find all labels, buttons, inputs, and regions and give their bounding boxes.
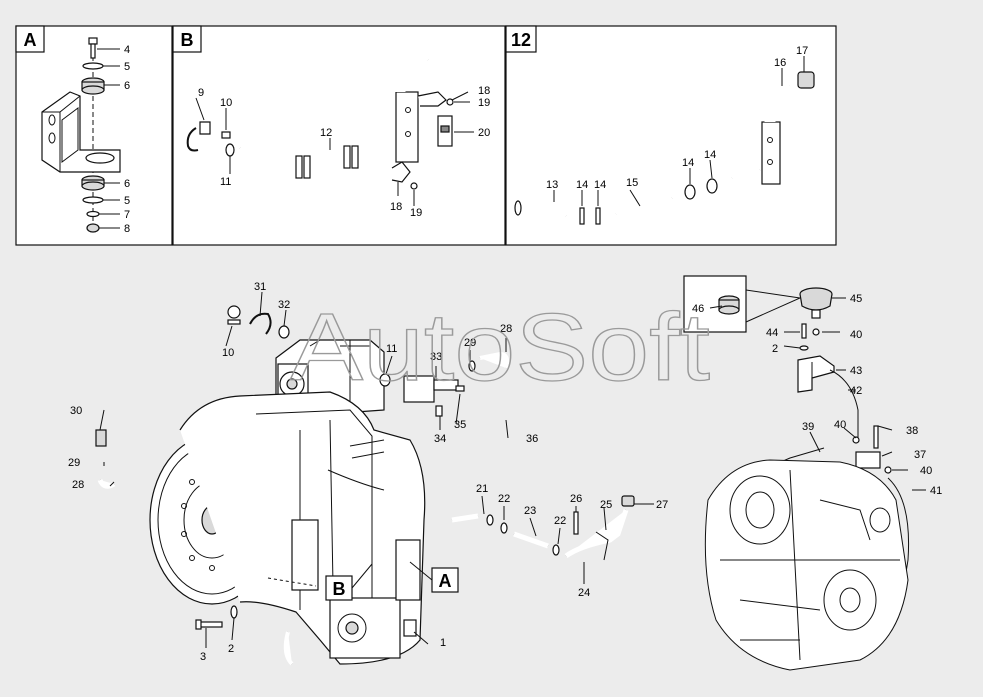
callout-14: 14	[594, 179, 606, 191]
callout-22: 22	[498, 493, 510, 505]
callout-23: 23	[524, 505, 536, 517]
callout-30: 30	[70, 405, 82, 417]
detail-marker-a: A	[439, 571, 452, 591]
callout-13: 13	[546, 179, 558, 191]
callout-7: 7	[124, 209, 130, 221]
breather-assembly: 46 45 44 40 2 43 42 39 40 38 37 40 41	[683, 275, 942, 671]
callout-28: 28	[500, 323, 512, 335]
callout-42: 42	[850, 385, 862, 397]
callout-8: 8	[124, 223, 130, 235]
detail-marker-b: B	[333, 579, 346, 599]
detail-panel-12: 12 13 14 14 15 14 14 16 17	[505, 25, 837, 246]
callout-29: 29	[464, 337, 476, 349]
panel-b-callouts: 9 10 11 12 18 19 20 18 19	[198, 85, 490, 219]
callout-20: 20	[478, 127, 490, 139]
callout-9: 9	[198, 87, 204, 99]
callout-26: 26	[570, 493, 582, 505]
callout-19: 19	[410, 207, 422, 219]
watermark: AutoSoft	[290, 294, 710, 401]
callout-44: 44	[766, 327, 778, 339]
callout-5: 5	[124, 61, 130, 73]
panel-12-callouts: 13 14 14 15 14 14 16 17	[546, 45, 808, 191]
callout-41: 41	[930, 485, 942, 497]
callout-35: 35	[454, 419, 466, 431]
callout-11: 11	[386, 343, 397, 355]
panel-a-callouts: 4 5 6 6 5 7 8	[124, 44, 130, 235]
callout-2: 2	[772, 343, 778, 355]
callout-4: 4	[124, 44, 130, 56]
callout-19: 19	[478, 97, 490, 109]
panel-12-tag: 12	[511, 30, 531, 50]
callout-22: 22	[554, 515, 566, 527]
callout-45: 45	[850, 293, 862, 305]
callout-24: 24	[578, 587, 590, 599]
callout-14: 14	[682, 157, 694, 169]
callout-10: 10	[222, 347, 234, 359]
callout-6: 6	[124, 178, 130, 190]
callout-33: 33	[430, 351, 442, 363]
callout-15: 15	[626, 177, 638, 189]
callout-40: 40	[834, 419, 846, 431]
callout-6: 6	[124, 80, 130, 92]
callout-31: 31	[254, 281, 266, 293]
callout-43: 43	[850, 365, 862, 377]
callout-39: 39	[802, 421, 814, 433]
callout-40: 40	[850, 329, 862, 341]
callout-17: 17	[796, 45, 808, 57]
callout-1: 1	[440, 637, 446, 649]
right-callouts: 46 45 44 40 2 43 42 39 40 38 37 40 41	[692, 293, 942, 497]
callout-40: 40	[920, 465, 932, 477]
callout-16: 16	[774, 57, 786, 69]
callout-34: 34	[434, 433, 446, 445]
callout-14: 14	[576, 179, 588, 191]
callout-46: 46	[692, 303, 704, 315]
callout-2: 2	[228, 643, 234, 655]
callout-11: 11	[220, 176, 231, 188]
callout-36: 36	[526, 433, 538, 445]
callout-12: 12	[320, 127, 332, 139]
callout-37: 37	[914, 449, 926, 461]
panel-b-tag: B	[181, 30, 194, 50]
callout-5: 5	[124, 195, 130, 207]
callout-27: 27	[656, 499, 668, 511]
callout-29: 29	[68, 457, 80, 469]
callout-21: 21	[476, 483, 488, 495]
callout-25: 25	[600, 499, 612, 511]
callout-10: 10	[220, 97, 232, 109]
callout-18: 18	[478, 85, 490, 97]
panel-a-tag: A	[24, 30, 37, 50]
callout-38: 38	[906, 425, 918, 437]
callout-18: 18	[390, 201, 402, 213]
main-callouts: 31 32 10 11 33 29 28 30 35 34 36 29 28 2…	[68, 281, 668, 663]
callout-3: 3	[200, 651, 206, 663]
callout-14: 14	[704, 149, 716, 161]
detail-panel-b: B 9 10 11 12 18	[172, 25, 506, 246]
callout-28: 28	[72, 479, 84, 491]
detail-panel-a: A 4 5 6 6 5	[15, 25, 173, 246]
main-transmission-assembly: B A 31 32 10 11 33 29 28 30 35 34 36 29 …	[68, 281, 668, 666]
callout-32: 32	[278, 299, 290, 311]
